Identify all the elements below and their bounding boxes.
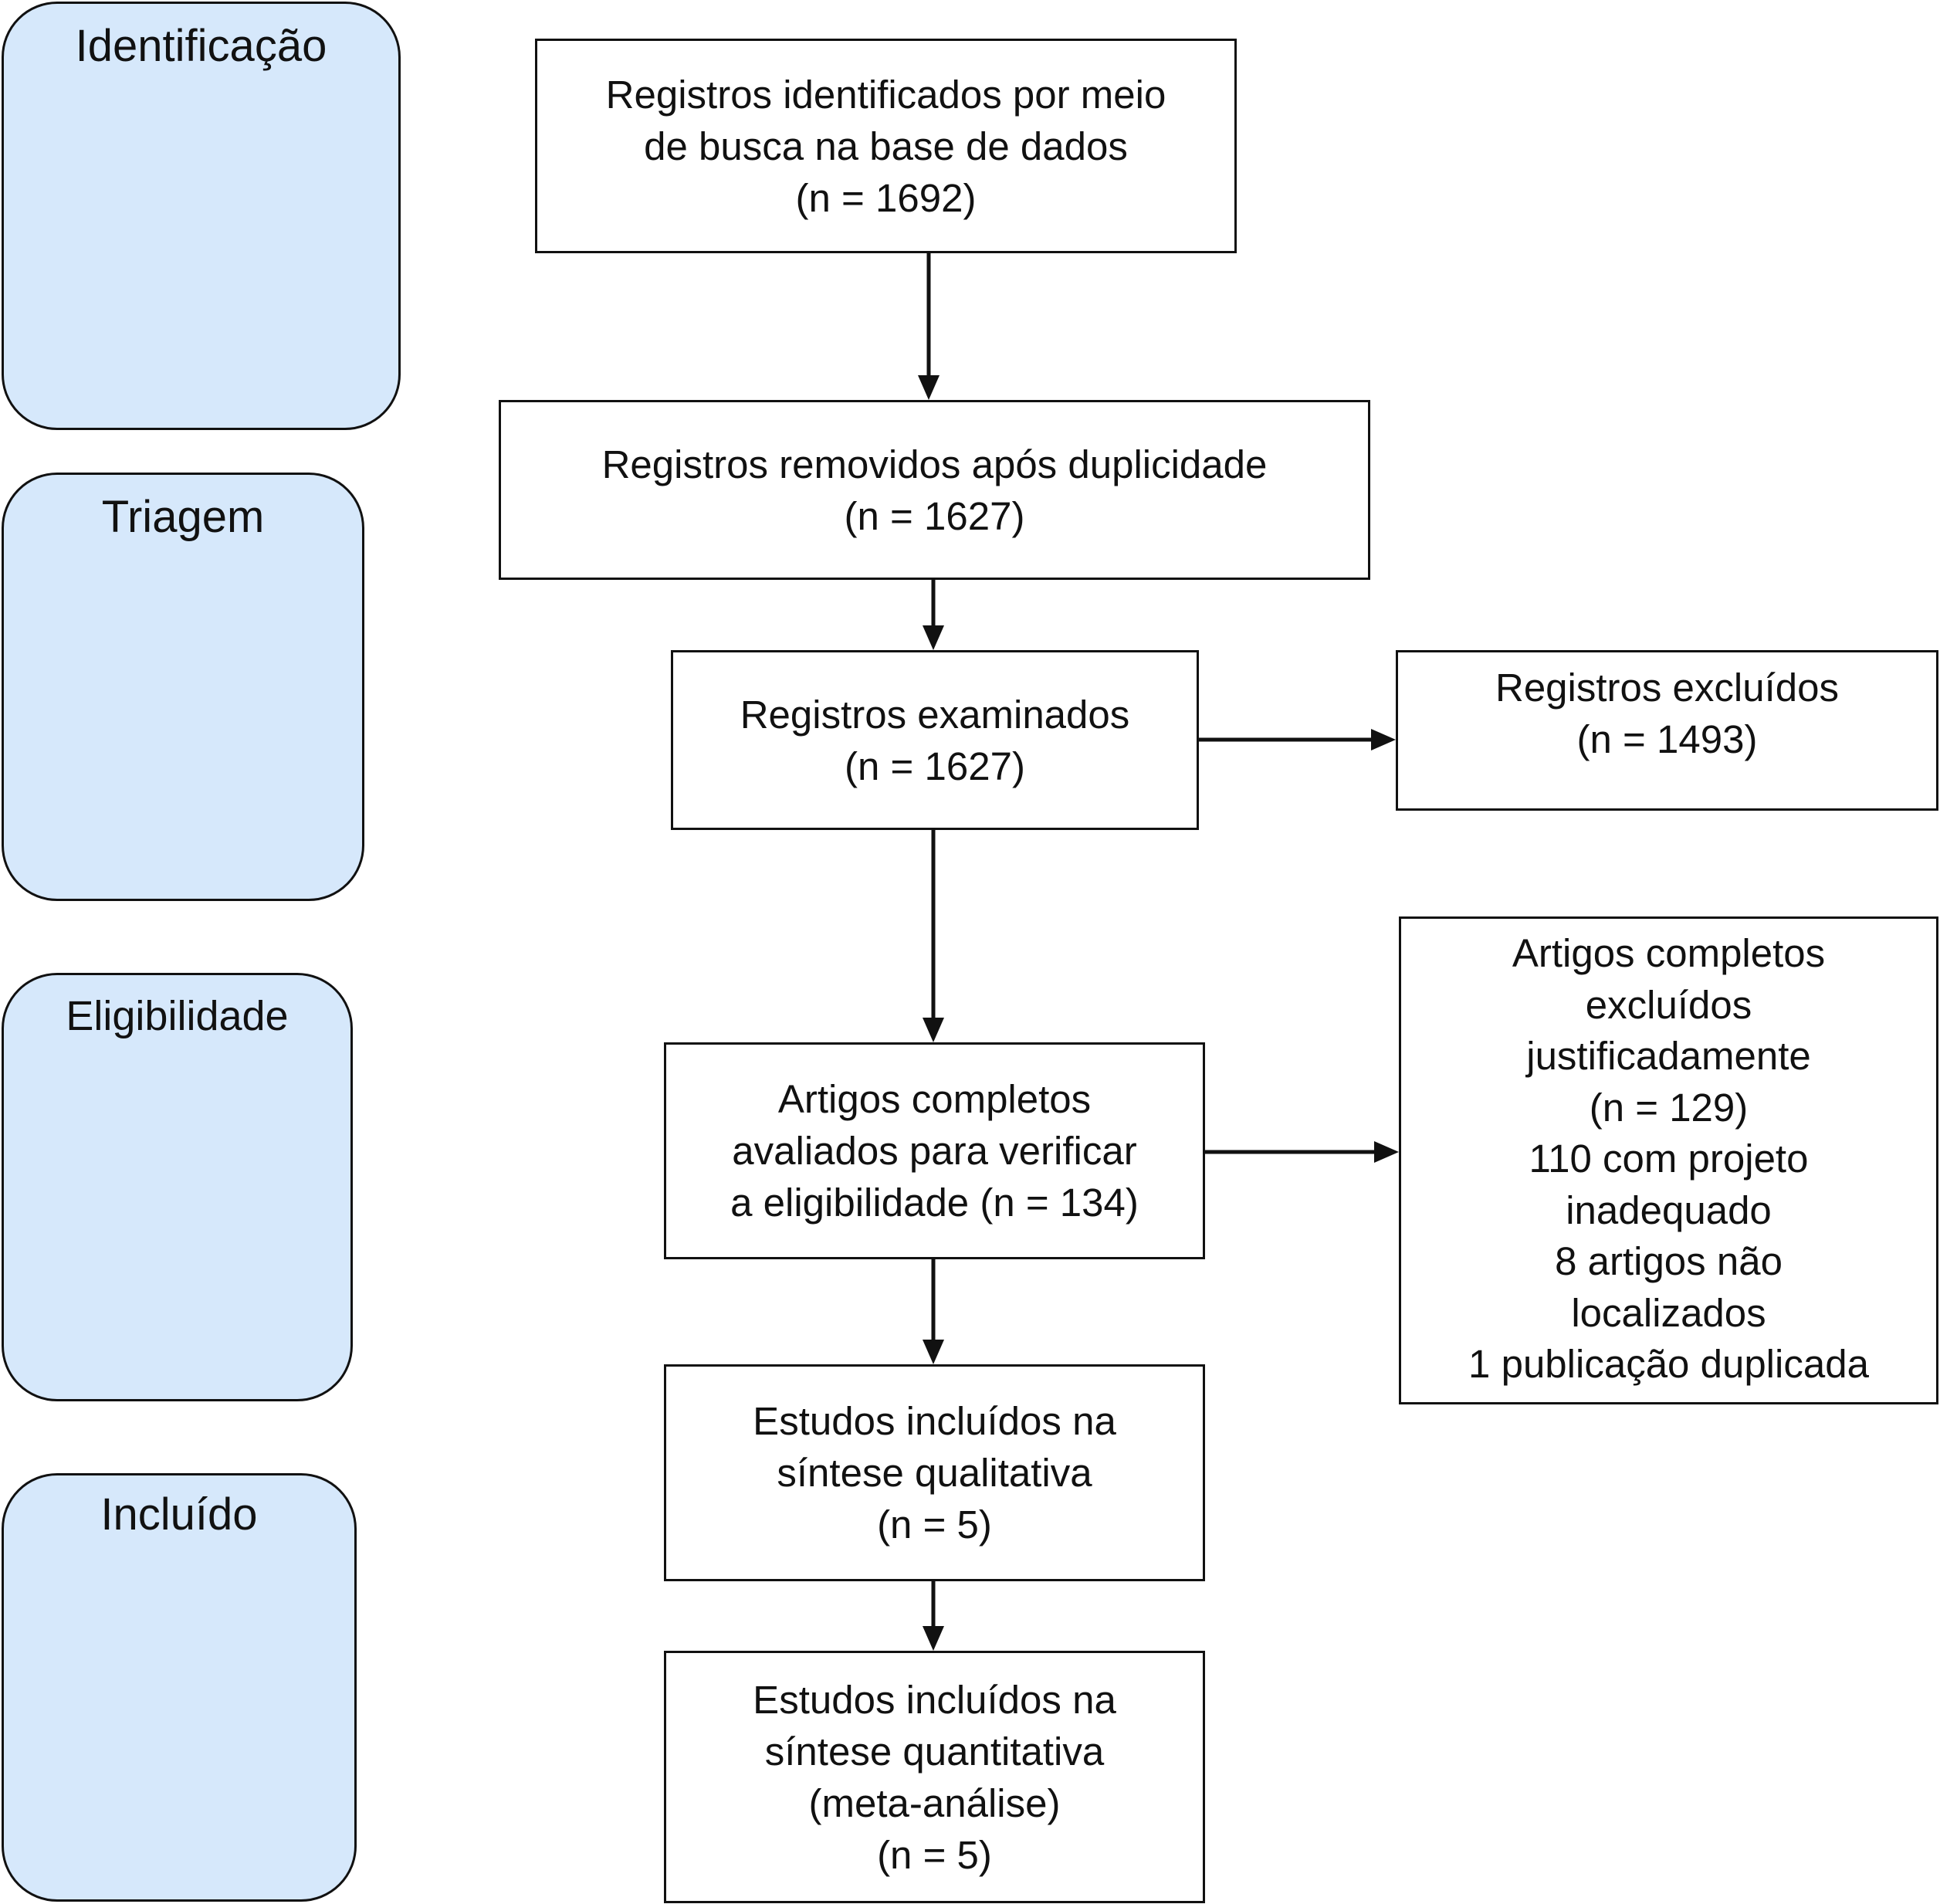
text-line: (n = 1692) [795,175,977,220]
phase-label-identificacao: Identificação [75,21,327,71]
text-line: 110 com projeto [1529,1137,1809,1181]
text-line: (n = 5) [877,1832,992,1877]
phase-label-eligibilidade: Eligibilidade [66,993,289,1039]
phase-triagem: Triagem [2,473,364,901]
box-full-articles-assessed: Artigos completos avaliados para verific… [664,1042,1205,1259]
text-line: excluídos [1585,982,1752,1027]
text-line: síntese quantitativa [764,1729,1105,1774]
phase-label-incluido: Incluído [100,1489,258,1540]
arrowhead [918,375,940,400]
text-line: (n = 1627) [844,493,1025,538]
arrowhead [923,1626,944,1651]
text-line: localizados [1571,1290,1766,1335]
text-line: Registros excluídos [1495,666,1840,710]
text-line: Registros removidos após duplicidade [601,442,1268,486]
phase-eligibilidade: Eligibilidade [2,973,353,1401]
arrowhead [923,1340,944,1364]
box-records-examined: Registros examinados (n = 1627) [671,650,1199,830]
phase-incluido: Incluído [2,1473,357,1902]
box-quantitative-synthesis: Estudos incluídos na síntese quantitativ… [664,1651,1205,1903]
text-line: (n = 129) [1589,1085,1749,1130]
arrowhead [923,1018,944,1042]
text-line: Artigos completos [777,1077,1092,1121]
text-line: inadequado [1566,1187,1772,1232]
box-records-identified: Registros identificados por meio de busc… [535,39,1237,253]
phase-label-triagem: Triagem [101,492,265,542]
box-qualitative-synthesis: Estudos incluídos na síntese qualitativa… [664,1364,1205,1581]
text-line: 1 publicação duplicada [1468,1342,1869,1386]
arrowhead [923,625,944,650]
text-line: (n = 1627) [845,744,1025,788]
text-line: 8 artigos não [1555,1239,1783,1283]
text-line: Estudos incluídos na [753,1677,1116,1722]
text-line: Registros examinados [740,692,1130,737]
text-line: (n = 1493) [1576,717,1758,761]
arrowhead [1371,729,1396,750]
text-line: síntese qualitativa [777,1451,1092,1495]
text-line: avaliados para verificar [732,1129,1137,1173]
text-line: Registros identificados por meio [605,72,1166,117]
phase-identificacao: Identificação [2,2,401,430]
box-records-excluded: Registros excluídos (n = 1493) [1396,650,1938,811]
box-records-removed: Registros removidos após duplicidade (n … [499,400,1370,580]
text-line: (meta-análise) [808,1780,1061,1825]
text-line: Artigos completos [1512,931,1826,975]
text-line: de busca na base de dados [644,124,1128,168]
text-line: Estudos incluídos na [753,1399,1116,1443]
text-line: (n = 5) [877,1503,992,1547]
box-full-articles-excluded: Artigos completos excluídos justificadam… [1399,916,1938,1404]
text-line: a eligibilidade (n = 134) [730,1181,1139,1225]
text-line: justificadamente [1526,1034,1811,1078]
arrowhead [1374,1141,1399,1163]
